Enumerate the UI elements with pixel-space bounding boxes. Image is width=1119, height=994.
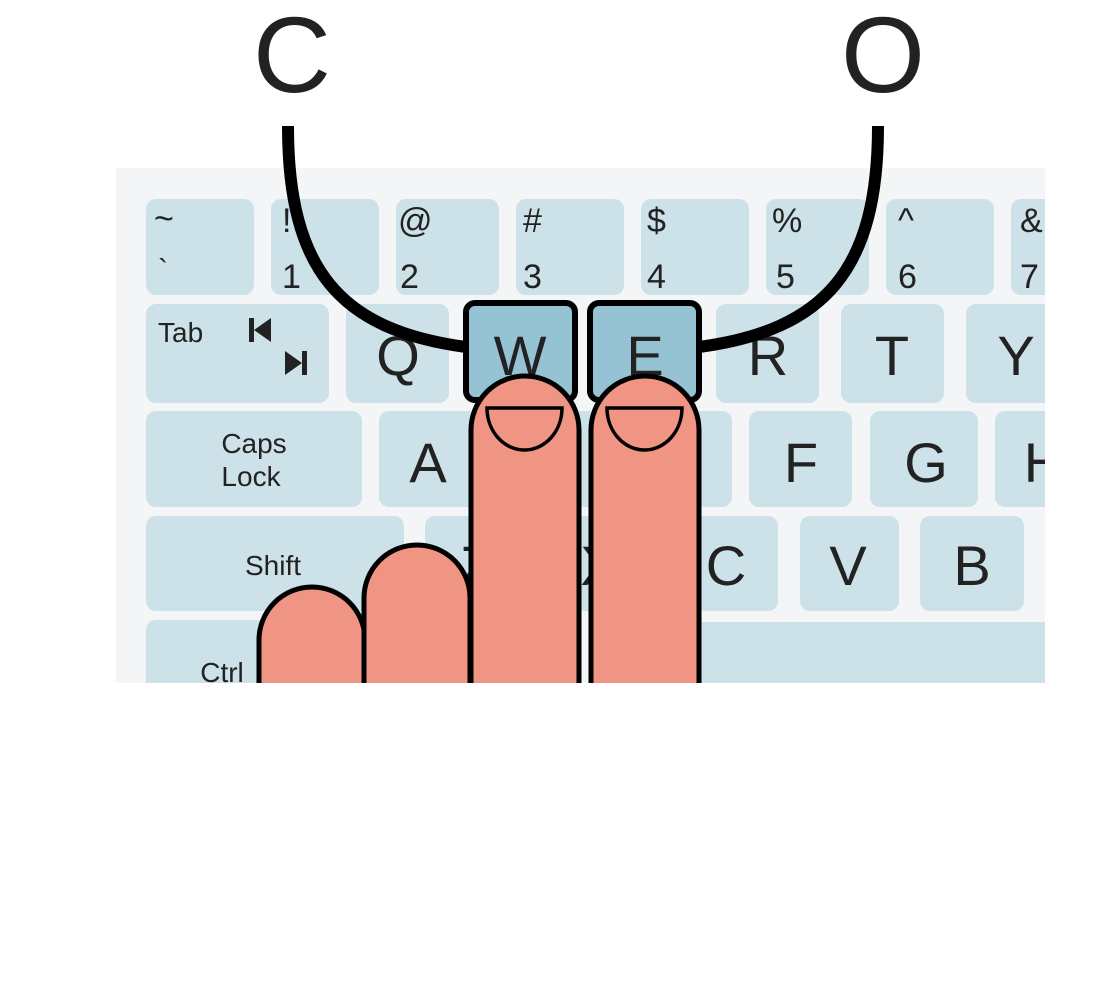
svg-text:2: 2 xyxy=(400,258,419,296)
svg-text:Y: Y xyxy=(997,324,1034,387)
key-a[interactable]: A xyxy=(379,411,482,507)
key-tilde[interactable]: ~ ` xyxy=(146,199,254,295)
key-h[interactable]: H xyxy=(995,411,1103,507)
svg-text:Tab: Tab xyxy=(158,317,203,348)
svg-text:F: F xyxy=(784,431,818,494)
key-2[interactable]: @ 2 xyxy=(396,199,499,296)
svg-text:5: 5 xyxy=(776,258,795,296)
svg-text:Ctrl: Ctrl xyxy=(200,657,244,688)
svg-text:Lock: Lock xyxy=(221,461,281,492)
svg-text:#: # xyxy=(523,202,542,240)
svg-text:6: 6 xyxy=(898,258,917,296)
chord-letter-left: C xyxy=(253,0,331,115)
keyboard: ~ ` ! 1 @ 2 # 3 $ 4 % 5 ^ xyxy=(146,199,1119,722)
key-4[interactable]: $ 4 xyxy=(641,199,749,296)
svg-text:B: B xyxy=(953,534,990,597)
svg-text:~: ~ xyxy=(154,200,174,238)
skip-forward-icon xyxy=(285,351,307,375)
middle-finger xyxy=(468,373,582,683)
svg-text:`: ` xyxy=(158,254,168,287)
svg-text:Shift: Shift xyxy=(245,550,301,581)
key-spacebar[interactable] xyxy=(685,622,1085,722)
key-tab[interactable]: Tab xyxy=(146,304,329,403)
ring-finger xyxy=(361,542,473,683)
key-v[interactable]: V xyxy=(800,516,899,611)
svg-text:T: T xyxy=(875,324,909,387)
svg-text:@: @ xyxy=(398,202,433,240)
svg-text:C: C xyxy=(706,534,746,597)
key-f[interactable]: F xyxy=(749,411,852,507)
key-caps-lock[interactable]: Caps Lock xyxy=(146,411,362,507)
svg-text:Caps: Caps xyxy=(221,428,286,459)
svg-text:H: H xyxy=(1024,431,1064,494)
svg-text:V: V xyxy=(829,534,867,597)
fingernail xyxy=(605,406,684,452)
key-3[interactable]: # 3 xyxy=(516,199,624,296)
fingernail xyxy=(485,406,564,452)
key-t[interactable]: T xyxy=(841,304,944,403)
key-g[interactable]: G xyxy=(870,411,978,507)
key-y[interactable]: Y xyxy=(966,304,1069,403)
key-shift[interactable]: Shift xyxy=(146,516,404,611)
hand xyxy=(256,373,702,683)
svg-text:%: % xyxy=(772,202,802,240)
svg-text:^: ^ xyxy=(898,202,914,240)
key-b[interactable]: B xyxy=(920,516,1024,611)
svg-text:&: & xyxy=(1020,202,1043,240)
svg-text:A: A xyxy=(409,431,447,494)
svg-text:1: 1 xyxy=(282,258,301,296)
svg-text:3: 3 xyxy=(523,258,542,296)
svg-text:$: $ xyxy=(647,202,666,240)
skip-back-icon xyxy=(249,318,271,342)
chord-connector-arc xyxy=(282,125,884,353)
key-7[interactable]: & 7 xyxy=(1011,199,1119,296)
svg-text:7: 7 xyxy=(1020,258,1039,296)
pinky-finger xyxy=(256,584,368,683)
svg-text:!: ! xyxy=(282,202,291,240)
svg-text:G: G xyxy=(904,431,948,494)
chord-letter-right: O xyxy=(841,0,925,115)
index-finger xyxy=(588,373,702,683)
svg-text:4: 4 xyxy=(647,258,666,296)
key-6[interactable]: ^ 6 xyxy=(886,199,994,296)
